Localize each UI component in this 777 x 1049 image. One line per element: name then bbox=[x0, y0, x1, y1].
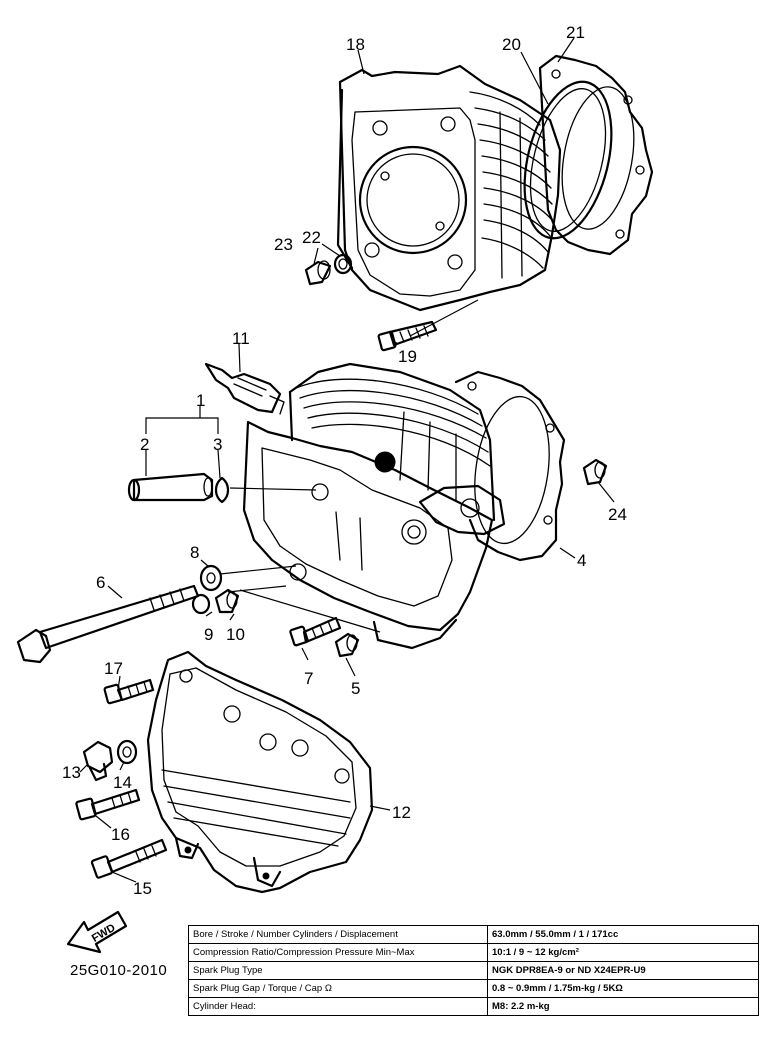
callout-12: 12 bbox=[392, 803, 411, 822]
spec-value: M8: 2.2 m-kg bbox=[487, 997, 759, 1016]
callout-6: 6 bbox=[96, 573, 105, 592]
callout-21: 21 bbox=[566, 23, 585, 42]
spec-value: 10:1 / 9 ~ 12 kg/cm² bbox=[487, 943, 759, 962]
leader-lines bbox=[79, 37, 615, 883]
spec-label: Compression Ratio/Compression Pressure M… bbox=[188, 943, 488, 962]
dowel-5-part bbox=[334, 632, 360, 658]
callout-15: 15 bbox=[133, 879, 152, 898]
table-row: Spark Plug Gap / Torque / Cap Ω 0.8 ~ 0.… bbox=[188, 979, 759, 998]
table-row: Cylinder Head: M8: 2.2 m-kg bbox=[188, 997, 759, 1016]
bolt-17-part bbox=[103, 678, 155, 705]
forward-arrow-icon: FWD bbox=[66, 910, 128, 954]
catalog-code: 25G010-2010 bbox=[70, 962, 167, 979]
callout-18: 18 bbox=[346, 35, 365, 54]
callout-24: 24 bbox=[608, 505, 627, 524]
cylinder-part bbox=[336, 64, 562, 312]
spec-label: Bore / Stroke / Number Cylinders / Displ… bbox=[188, 925, 488, 944]
callout-3: 3 bbox=[213, 435, 222, 454]
o-ring-part bbox=[523, 80, 613, 240]
spec-label: Cylinder Head: bbox=[188, 997, 488, 1016]
spec-value: 63.0mm / 55.0mm / 1 / 171cc bbox=[487, 925, 759, 944]
long-bolt-part bbox=[16, 584, 200, 664]
callout-2: 2 bbox=[140, 435, 149, 454]
cylinder-gasket-part bbox=[538, 54, 654, 256]
spec-value: 0.8 ~ 0.9mm / 1.75m-kg / 5KΩ bbox=[487, 979, 759, 998]
table-row: Spark Plug Type NGK DPR8EA-9 or ND X24EP… bbox=[188, 961, 759, 980]
dowel-pin-part bbox=[304, 260, 332, 286]
callout-23: 23 bbox=[274, 235, 293, 254]
spec-value: NGK DPR8EA-9 or ND X24EPR-U9 bbox=[487, 961, 759, 980]
callout-4: 4 bbox=[577, 551, 586, 570]
callout-13: 13 bbox=[62, 763, 81, 782]
table-row: Bore / Stroke / Number Cylinders / Displ… bbox=[188, 925, 759, 944]
spec-label: Spark Plug Type bbox=[188, 961, 488, 980]
callout-14: 14 bbox=[113, 773, 132, 792]
callout-20: 20 bbox=[502, 35, 521, 54]
bolt-16-part bbox=[75, 788, 141, 821]
washer-8-part bbox=[199, 564, 223, 592]
gasket-14-part bbox=[116, 739, 138, 765]
dowel-pin-24-part bbox=[582, 458, 608, 486]
plug-13-part bbox=[82, 740, 114, 782]
callout-16: 16 bbox=[111, 825, 130, 844]
callout-5: 5 bbox=[351, 679, 360, 698]
head-gasket-part bbox=[454, 370, 566, 562]
callout-labels: 18 20 21 23 22 19 11 1 2 3 4 24 6 8 9 10… bbox=[62, 23, 627, 898]
head-cover-part bbox=[146, 650, 374, 894]
seal-ring-part bbox=[333, 253, 353, 275]
callout-7: 7 bbox=[304, 669, 313, 688]
callout-11: 11 bbox=[232, 329, 250, 348]
spec-table: Bore / Stroke / Number Cylinders / Displ… bbox=[188, 925, 759, 1016]
o-ring-9-part bbox=[191, 593, 211, 615]
spec-label: Spark Plug Gap / Torque / Cap Ω bbox=[188, 979, 488, 998]
cylinder-head-part bbox=[242, 362, 506, 650]
callout-19: 19 bbox=[398, 347, 417, 366]
callout-9: 9 bbox=[204, 625, 213, 644]
circlip-part bbox=[214, 476, 230, 504]
table-row: Compression Ratio/Compression Pressure M… bbox=[188, 943, 759, 962]
callout-10: 10 bbox=[226, 625, 245, 644]
spark-plug-part bbox=[204, 362, 285, 415]
callout-8: 8 bbox=[190, 543, 199, 562]
callout-17: 17 bbox=[104, 659, 123, 678]
bolt-15-part bbox=[90, 838, 168, 879]
valve-guide-part bbox=[127, 472, 214, 502]
bolt-7-part bbox=[289, 616, 342, 647]
callout-1: 1 bbox=[196, 391, 205, 410]
callout-22: 22 bbox=[302, 228, 321, 247]
dowel-10-part bbox=[214, 588, 240, 614]
